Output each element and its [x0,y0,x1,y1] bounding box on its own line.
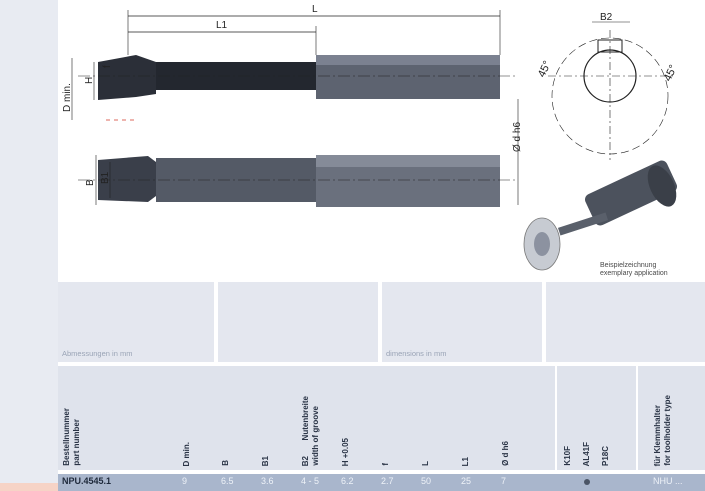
header-b2: B2 [301,455,310,466]
cell-d-min: 9 [182,476,188,486]
header-k10f: K10F [563,446,572,466]
header-b1: B1 [261,455,270,466]
header-b2-de: Nutenbreite [301,395,310,440]
header-b2-en: width of groove [311,406,320,466]
dimensions-panel: Abmessungen in mm dimensions in mm [58,282,705,362]
cell-b1: 3.6 [261,476,274,486]
technical-drawing: L L1 D min. H f Ø d h6 B B1 B2 [62,4,680,271]
label-H: H [84,77,95,84]
drawing-caption: Beispielzeichnung exemplary application [600,262,668,278]
header-l1: L1 [461,456,470,466]
availability-dot-al41f [584,479,590,485]
table-header: Bestellnummer part number D min. B B1 B2… [58,366,705,470]
label-L1: L1 [216,20,228,31]
dimensions-cell-3: dimensions in mm [382,282,542,362]
cell-l1: 25 [461,476,472,486]
header-h: H +0.05 [341,437,350,466]
left-strip-accent [0,483,58,491]
dimensions-cell-1: Abmessungen in mm [58,282,214,362]
label-d-h6: Ø d h6 [512,122,523,152]
table-row: NPU.4545.1 9 6.5 3.6 4 - 5 6.2 2.7 50 25… [58,474,705,491]
header-d-min: D min. [182,441,191,466]
cell-b2: 4 - 5 [301,476,320,486]
cell-f: 2.7 [381,476,394,486]
cell-holder: NHU ... [653,476,683,486]
caption-en: exemplary application [600,270,668,277]
tool-tip-top [98,55,156,100]
label-d-min: D min. [62,83,73,112]
cell-h: 6.2 [341,476,354,486]
label-B: B [85,179,96,186]
header-f: f [381,463,390,466]
header-p18c: P18C [601,445,610,466]
dimensions-label-de: Abmessungen in mm [62,349,133,358]
dimensions-cell-2 [218,282,378,362]
header-al41f: AL41F [582,441,591,466]
label-angle-right: 45° [662,63,680,83]
caption-de: Beispielzeichnung [600,262,657,269]
header-holder-en: for toolholder type [663,395,672,466]
header-b: B [221,460,230,466]
dimensions-cell-4 [546,282,705,362]
label-f: f [102,65,113,68]
header-l: L [421,461,430,466]
left-strip [0,0,58,483]
cell-l: 50 [421,476,432,486]
cell-d: 7 [501,476,507,486]
label-B2: B2 [600,12,613,23]
label-L: L [312,4,318,15]
header-part-number-de: Bestellnummer [62,408,71,466]
tool-tip-side [98,156,156,202]
label-B1: B1 [100,171,111,184]
header-d-h6: Ø d h6 [501,441,510,466]
cell-part-number: NPU.4545.1 [62,476,112,486]
header-holder-de: für Klemmhalter [653,404,662,466]
header-part-number-en: part number [72,419,81,466]
dimensions-label-en: dimensions in mm [386,349,447,358]
cell-b: 6.5 [221,476,234,486]
